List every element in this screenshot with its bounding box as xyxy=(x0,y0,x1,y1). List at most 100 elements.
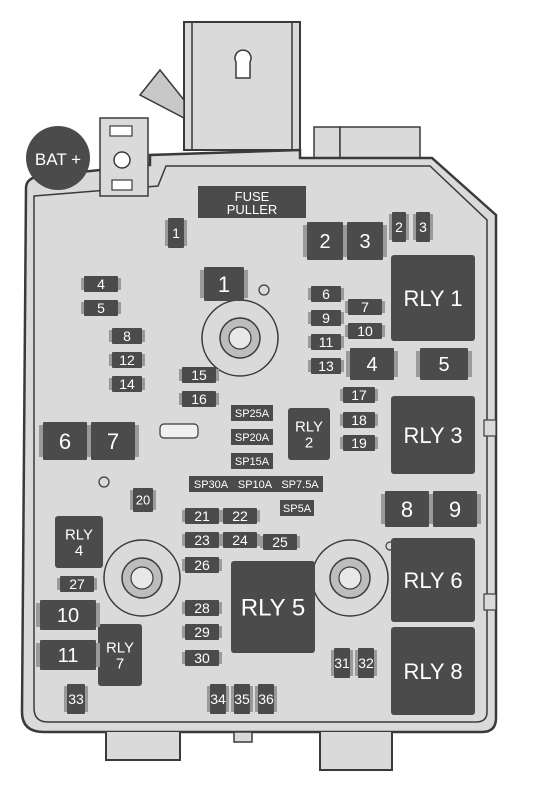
relay-label: RLY 5 xyxy=(241,595,306,622)
fuse-f-36: 36 xyxy=(255,684,277,714)
fuse-label: 27 xyxy=(69,576,85,592)
fuse-f-7: 7 xyxy=(345,299,385,315)
fuse-f-13: 13 xyxy=(308,358,344,374)
spare-sp10a: SP10A xyxy=(233,476,277,492)
cart-label: 1 xyxy=(218,272,230,297)
cart-label: 4 xyxy=(366,354,377,376)
fuse-label: 10 xyxy=(357,323,373,339)
cart-c-5: 5 xyxy=(416,348,472,380)
cable-strap xyxy=(138,68,185,120)
battery-positive-badge xyxy=(26,126,90,190)
fuse-f-18: 18 xyxy=(340,412,378,428)
relay-label: RLY 1 xyxy=(403,286,462,311)
fuse-f-9: 9 xyxy=(308,310,344,326)
spare-sp15a: SP15A xyxy=(231,453,273,469)
fuse-f-28: 28 xyxy=(182,600,222,616)
relay-label: RLY xyxy=(295,419,323,436)
fuse-f-22: 22 xyxy=(220,508,260,524)
fuse-label: 35 xyxy=(234,691,250,707)
fuse-puller xyxy=(198,186,306,218)
bottom-latch-right xyxy=(319,732,393,771)
spare-sp75a: SP7.5A xyxy=(277,476,323,492)
fuse-label: 36 xyxy=(258,691,274,707)
relay-label: 2 xyxy=(305,434,313,451)
cart-c-1: 1 xyxy=(200,267,248,301)
fuse-f-34: 34 xyxy=(207,684,229,714)
spare-label: SP5A xyxy=(283,503,312,515)
fuse-f-16: 16 xyxy=(179,391,219,407)
cart-c-8: 8 xyxy=(381,491,433,527)
fuse-label: 25 xyxy=(272,534,288,550)
fuse-label: 8 xyxy=(123,328,131,344)
fuse-f-20: 20 xyxy=(130,488,156,512)
fuse-label: 5 xyxy=(97,300,105,316)
fuse-f-10: 10 xyxy=(345,323,385,339)
spare-sp30a: SP30A xyxy=(189,476,233,492)
spare-label: SP10A xyxy=(238,479,273,491)
relay-rly-6: RLY 6 xyxy=(391,538,475,622)
fuse-f-15: 15 xyxy=(179,367,219,383)
box-outline-inner xyxy=(33,165,488,723)
fuse-label: 30 xyxy=(194,650,210,666)
fuse-label: 12 xyxy=(119,352,135,368)
spare-label: SP7.5A xyxy=(281,479,319,491)
relay-rly-1: RLY 1 xyxy=(391,255,475,341)
stud-left-lower xyxy=(103,539,181,617)
fuse-puller-label-line-2: PULLER xyxy=(227,202,278,217)
fuse-label: 18 xyxy=(351,412,367,428)
spare-sp25a: SP25A xyxy=(231,405,273,421)
fuse-f-5: 5 xyxy=(81,300,121,316)
cart-label: 8 xyxy=(401,497,413,522)
fuse-label: 21 xyxy=(194,508,210,524)
fuse-f-26: 26 xyxy=(182,557,222,573)
battery-stud xyxy=(113,151,131,169)
fuse-f-30: 30 xyxy=(182,650,222,666)
fuse-label: 23 xyxy=(194,532,210,548)
fuse-f-3s: 3 xyxy=(413,212,433,242)
fuse-f-8: 8 xyxy=(109,328,145,344)
fuse-label: 9 xyxy=(322,310,330,326)
cart-c-6: 6 xyxy=(39,422,91,460)
fuse-puller-label-line-1: FUSE xyxy=(235,189,270,204)
fuse-f-21: 21 xyxy=(182,508,222,524)
fuse-label: 16 xyxy=(191,391,207,407)
spare-sp5a: SP5A xyxy=(280,500,314,516)
fuse-label: 22 xyxy=(232,508,248,524)
relay-label: RLY xyxy=(65,527,93,544)
cart-c-9: 9 xyxy=(429,491,481,527)
fuse-f-35: 35 xyxy=(231,684,253,714)
spare-label: SP15A xyxy=(235,456,270,468)
fuse-f-14: 14 xyxy=(109,376,145,392)
cart-label: 6 xyxy=(59,429,71,454)
fuse-f-32: 32 xyxy=(355,648,377,678)
fuse-f-24: 24 xyxy=(220,532,260,548)
cart-label: 10 xyxy=(57,605,79,627)
fuse-label: 1 xyxy=(172,225,180,241)
relay-rly-3: RLY 3 xyxy=(391,396,475,474)
fuse-label: 4 xyxy=(97,276,105,292)
relay-label: RLY xyxy=(106,640,134,657)
relay-label: RLY 8 xyxy=(403,659,462,684)
fuse-f-12: 12 xyxy=(109,352,145,368)
bottom-latch-left xyxy=(105,732,181,761)
fuse-label: 29 xyxy=(194,624,210,640)
fuse-f-2s: 2 xyxy=(389,212,409,242)
relay-label: 4 xyxy=(75,542,83,559)
fuse-f-29: 29 xyxy=(182,624,222,640)
relay-rly-8: RLY 8 xyxy=(391,627,475,715)
spare-label: SP25A xyxy=(235,408,270,420)
fuse-label: 20 xyxy=(136,493,150,508)
fuse-label: 15 xyxy=(191,367,207,383)
fuse-label: 6 xyxy=(322,286,330,302)
stud-left-upper xyxy=(201,299,279,377)
bracket-keyhole xyxy=(234,49,252,79)
fuse-label: 17 xyxy=(351,387,367,403)
relay-label: RLY 6 xyxy=(403,568,462,593)
fuse-f-33: 33 xyxy=(64,684,88,714)
relay-rly-5: RLY 5 xyxy=(231,561,315,653)
fuse-label: 2 xyxy=(395,219,403,235)
